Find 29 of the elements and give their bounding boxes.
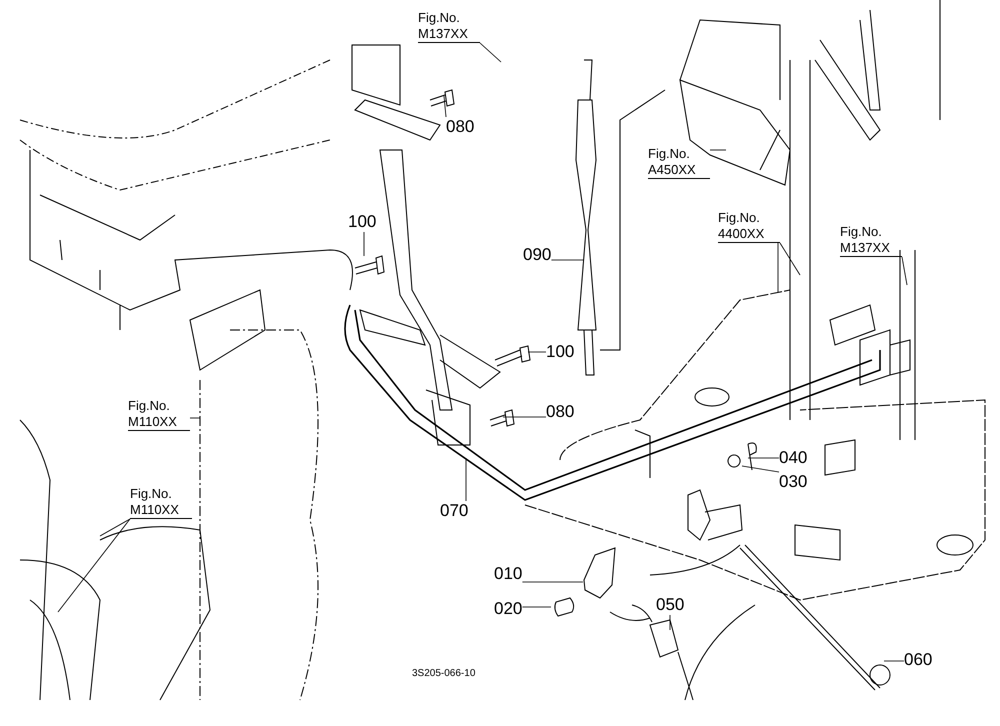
callout-label: 070 bbox=[440, 501, 468, 521]
callout-label: 050 bbox=[656, 595, 684, 615]
leader-line bbox=[884, 660, 904, 662]
callout-label: 030 bbox=[779, 472, 808, 492]
callout-label: 100 bbox=[546, 342, 574, 362]
leader-line bbox=[444, 96, 446, 118]
leader-line bbox=[502, 416, 546, 418]
leader-line bbox=[480, 42, 502, 62]
callout-label: Fig.No. M110XX bbox=[130, 486, 192, 519]
callout-label: Fig.No. M110XX bbox=[128, 398, 190, 431]
leader-line bbox=[742, 466, 780, 472]
leader-line bbox=[522, 606, 552, 608]
callout-label: Fig.No. 4400XX bbox=[718, 210, 780, 243]
callout-label: 020 bbox=[494, 599, 522, 619]
callout-label: Fig.No. A450XX bbox=[648, 146, 710, 179]
callout-label: 080 bbox=[446, 117, 474, 137]
callout-label: 040 bbox=[779, 448, 808, 468]
callout-label: Fig.No. M137XX bbox=[840, 224, 902, 257]
callout-label: 060 bbox=[904, 650, 932, 670]
leader-line bbox=[100, 518, 130, 536]
leader-line bbox=[780, 242, 800, 276]
leader-line bbox=[902, 256, 908, 286]
callout-label: 010 bbox=[494, 564, 522, 584]
leader-line bbox=[58, 518, 130, 612]
drawing-number: 3S205-066-10 bbox=[412, 667, 476, 681]
callout-label: 080 bbox=[546, 402, 574, 422]
callout-label: 090 bbox=[523, 245, 552, 265]
callout-label: 100 bbox=[348, 212, 376, 232]
callout-label: Fig.No. M137XX bbox=[418, 10, 480, 43]
